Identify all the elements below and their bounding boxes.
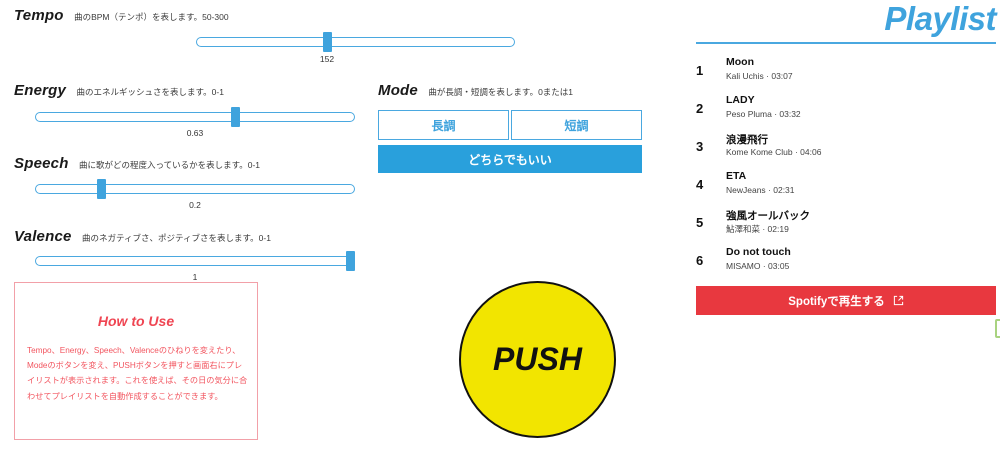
param-label-speech: Speech 曲に歌がどの程度入っているかを表します。0-1 xyxy=(14,155,260,173)
slider-thumb-energy[interactable] xyxy=(231,107,240,127)
param-label-energy: Energy 曲のエネルギッシュさを表します。0-1 xyxy=(14,82,224,100)
track-index: 2 xyxy=(696,101,704,116)
param-label-mode: Mode 曲が長調・短調を表します。0または1 xyxy=(378,82,573,100)
track-title: 強風オールバック xyxy=(726,210,810,222)
track-meta: Kome Kome Club · 04:06 xyxy=(726,147,822,157)
track-meta: NewJeans · 02:31 xyxy=(726,185,795,195)
how-to-use-title: How to Use xyxy=(97,313,175,329)
how-to-use-box: How to Use Tempo、Energy、Speech、Valenceのひ… xyxy=(14,282,258,440)
track-title: Moon xyxy=(726,56,754,68)
slider-track-speech[interactable] xyxy=(35,184,355,194)
playlist-title: Playlist xyxy=(884,0,996,37)
track-title: LADY xyxy=(726,94,755,106)
how-to-use-body: Tempo、Energy、Speech、Valenceのひねりを変えたり、Mod… xyxy=(27,346,248,401)
track-meta: Peso Pluma · 03:32 xyxy=(726,109,801,119)
slider-thumb-speech[interactable] xyxy=(97,179,106,199)
mode-button-major[interactable]: 長調 xyxy=(378,110,509,140)
slider-value-valence: 1 xyxy=(192,272,198,282)
param-desc-tempo: 曲のBPM（テンポ）を表します。50-300 xyxy=(74,12,229,22)
slider-thumb-tempo[interactable] xyxy=(323,32,332,52)
external-link-icon xyxy=(893,295,904,306)
mode-button-major-label: 長調 xyxy=(431,118,456,133)
param-name-speech: Speech xyxy=(14,155,69,172)
param-name-tempo: Tempo xyxy=(14,7,64,24)
track-row[interactable]: 4 ETA NewJeans · 02:31 xyxy=(696,169,996,207)
slider-thumb-valence[interactable] xyxy=(346,251,355,271)
mode-button-any[interactable]: どちらでもいい xyxy=(378,145,642,173)
track-row[interactable]: 5 強風オールバック 鮎澤和菜 · 02:19 xyxy=(696,207,996,245)
mode-button-any-label: どちらでもいい xyxy=(468,152,552,167)
track-row[interactable]: 6 Do not touch MISAMO · 03:05 xyxy=(696,245,996,283)
track-index: 6 xyxy=(696,253,704,268)
param-name-valence: Valence xyxy=(14,228,72,245)
track-index: 3 xyxy=(696,139,704,154)
track-meta: Kali Uchis · 03:07 xyxy=(726,71,793,81)
param-name-mode: Mode xyxy=(378,82,418,99)
spotify-play-button[interactable]: Spotifyで再生する xyxy=(696,286,996,315)
track-index: 5 xyxy=(696,215,704,230)
track-row[interactable]: 1 Moon Kali Uchis · 03:07 xyxy=(696,55,996,93)
slider-value-speech: 0.2 xyxy=(189,200,201,210)
param-desc-speech: 曲に歌がどの程度入っているかを表します。0-1 xyxy=(79,160,261,170)
track-meta: 鮎澤和菜 · 02:19 xyxy=(726,224,789,234)
push-button-label: PUSH xyxy=(493,341,582,377)
slider-value-tempo: 152 xyxy=(319,54,335,64)
mode-button-minor-label: 短調 xyxy=(564,118,589,133)
slider-track-energy[interactable] xyxy=(35,112,355,122)
param-label-tempo: Tempo 曲のBPM（テンポ）を表します。50-300 xyxy=(14,7,229,25)
track-row[interactable]: 2 LADY Peso Pluma · 03:32 xyxy=(696,93,996,131)
playlist-divider xyxy=(696,42,996,44)
param-desc-valence: 曲のネガティブさ、ポジティブさを表します。0-1 xyxy=(82,233,271,243)
track-row[interactable]: 3 浪漫飛行 Kome Kome Club · 04:06 xyxy=(696,131,996,169)
param-desc-energy: 曲のエネルギッシュさを表します。0-1 xyxy=(76,87,224,97)
track-meta: MISAMO · 03:05 xyxy=(726,261,790,271)
track-index: 1 xyxy=(696,63,704,78)
slider-track-valence[interactable] xyxy=(35,256,355,266)
slider-value-energy: 0.63 xyxy=(186,128,204,138)
mode-button-minor[interactable]: 短調 xyxy=(511,110,642,140)
param-name-energy: Energy xyxy=(14,82,67,99)
param-desc-mode: 曲が長調・短調を表します。0または1 xyxy=(428,87,574,97)
track-index: 4 xyxy=(696,177,704,192)
param-label-valence: Valence 曲のネガティブさ、ポジティブさを表します。0-1 xyxy=(14,228,271,246)
edge-widget-partial[interactable] xyxy=(995,319,1000,338)
slider-track-tempo[interactable] xyxy=(196,37,515,47)
track-title: Do not touch xyxy=(726,246,791,258)
track-title: 浪漫飛行 xyxy=(726,134,768,146)
push-button[interactable]: PUSH xyxy=(459,281,616,438)
spotify-play-button-label: Spotifyで再生する xyxy=(788,295,885,308)
track-title: ETA xyxy=(726,170,747,182)
